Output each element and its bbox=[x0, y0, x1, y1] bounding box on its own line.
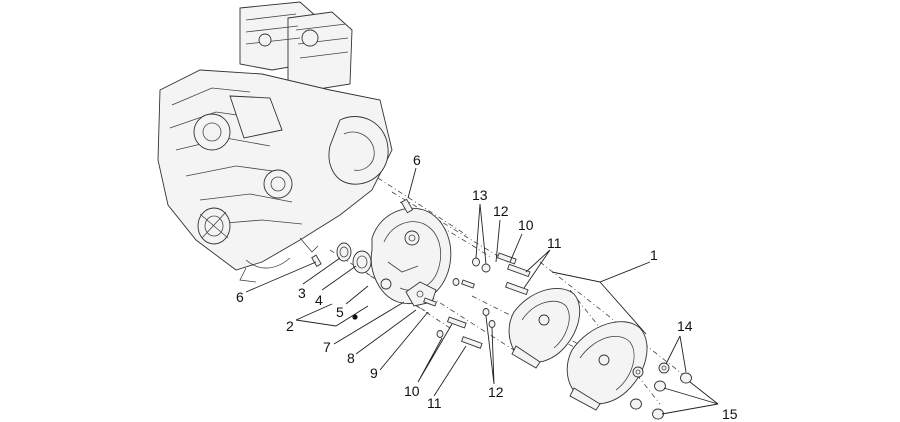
callout-15: 15 bbox=[722, 406, 738, 422]
seal-rings bbox=[336, 242, 372, 320]
callout-3: 3 bbox=[298, 285, 306, 301]
callout-11-lower: 11 bbox=[427, 395, 442, 411]
callout-6-top: 6 bbox=[413, 152, 421, 168]
grommets-and-bolts bbox=[630, 362, 692, 420]
callout-12-top: 12 bbox=[493, 203, 509, 219]
callout-6-left: 6 bbox=[236, 289, 244, 305]
callout-8: 8 bbox=[347, 350, 355, 366]
screws-bolts bbox=[311, 198, 531, 349]
callout-13: 13 bbox=[472, 187, 488, 203]
callout-5: 5 bbox=[336, 304, 344, 320]
callout-10-lower: 10 bbox=[404, 383, 420, 399]
callout-10-top: 10 bbox=[518, 217, 534, 233]
callout-9: 9 bbox=[370, 365, 378, 381]
callout-14: 14 bbox=[677, 318, 693, 334]
callout-11-top: 11 bbox=[547, 235, 562, 251]
callout-7: 7 bbox=[323, 339, 331, 355]
leader-lines bbox=[245, 167, 719, 415]
protective-cover-rear bbox=[508, 287, 581, 369]
callout-12-lower: 12 bbox=[488, 384, 504, 400]
oil-filter bbox=[197, 207, 231, 245]
callout-1: 1 bbox=[650, 247, 658, 263]
engine-block bbox=[157, 1, 393, 283]
callout-labels: 1 2 3 4 5 6 6 7 8 9 10 10 11 11 12 12 13… bbox=[236, 152, 738, 422]
callout-4: 4 bbox=[315, 292, 323, 308]
protective-cover-front bbox=[566, 321, 648, 411]
callout-2: 2 bbox=[286, 318, 294, 334]
